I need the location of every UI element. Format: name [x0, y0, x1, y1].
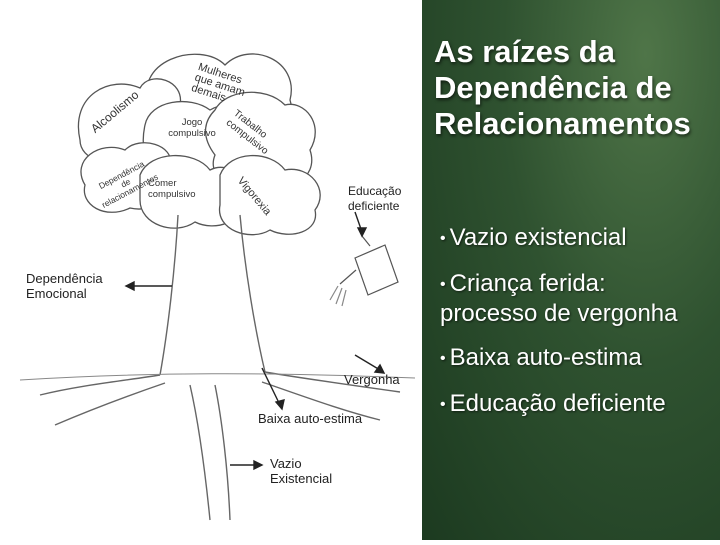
bullet-dot-icon: • — [440, 229, 446, 247]
label-educacao: Educação deficiente — [348, 184, 402, 213]
bullet-item: •Educação deficiente — [440, 390, 666, 417]
root-center — [189, 384, 211, 521]
root-left — [39, 374, 161, 396]
root-center-2 — [214, 384, 231, 521]
bullet-dot-icon: • — [440, 395, 446, 413]
label-vazio-existencial: Vazio Existencial — [270, 456, 333, 486]
bullet-item: •Vazio existencial — [440, 224, 627, 251]
label-dependencia-emocional: Dependência Emocional — [26, 271, 103, 301]
ground-line — [19, 373, 416, 381]
arrow-vergonha — [354, 354, 381, 371]
label-comer: Comer compulsivo — [148, 178, 196, 200]
slide-title: As raízes da Dependência de Relacionamen… — [434, 34, 691, 141]
root-left-2 — [54, 382, 166, 426]
watering-can — [329, 235, 399, 307]
root-right-2 — [261, 381, 381, 421]
bullet-item-continuation: processo de vergonha — [440, 300, 678, 327]
label-baixa-auto-estima: Baixa auto-estima — [258, 411, 363, 426]
label-jogo: Jogo compulsivo — [168, 117, 216, 139]
tree-diagram: Mulheres que amam demais Alcoolismo Jogo… — [19, 53, 416, 521]
bullet-dot-icon: • — [440, 349, 446, 367]
bullet-dot-icon: • — [440, 275, 446, 293]
trunk-left — [159, 214, 179, 376]
bullet-item: •Criança ferida: — [440, 270, 606, 297]
label-vergonha: Vergonha — [344, 372, 400, 387]
arrow-baixa — [261, 367, 281, 406]
green-panel — [422, 0, 720, 540]
trunk-right — [239, 214, 266, 373]
tree-drawing — [19, 53, 416, 521]
bullet-item: •Baixa auto-estima — [440, 344, 642, 371]
